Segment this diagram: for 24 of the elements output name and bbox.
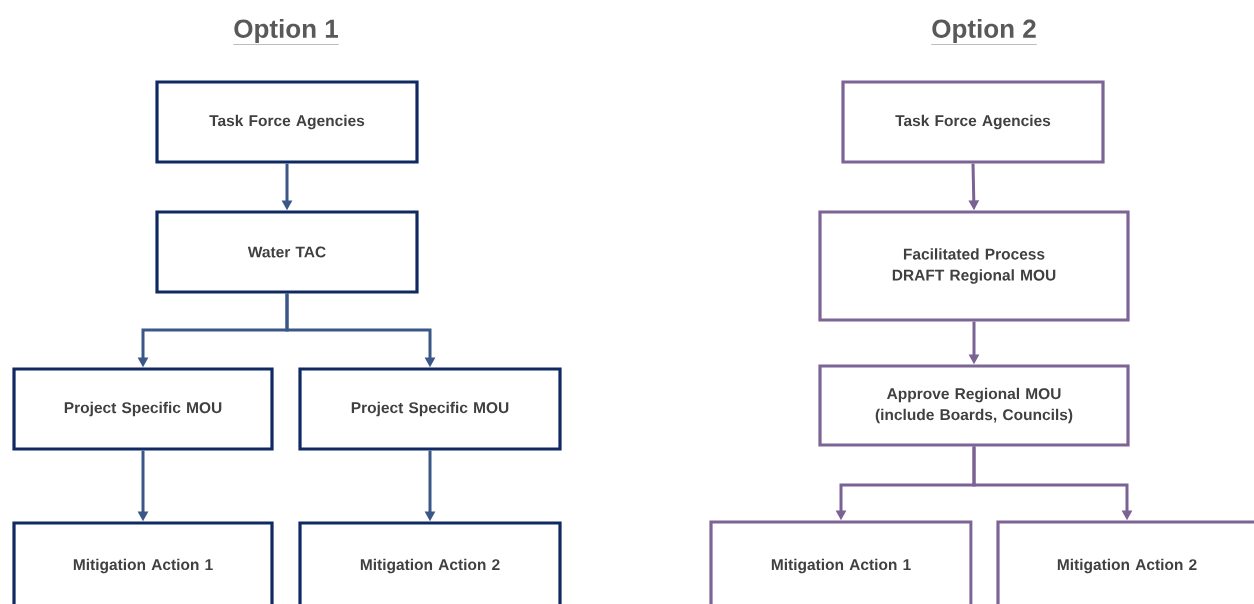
box-label: Mitigation Action 2: [1057, 558, 1197, 574]
box-label: Facilitated Process DRAFT Regional MOU: [892, 248, 1056, 284]
process-box: [996, 520, 1254, 604]
box-label: Project Specific MOU: [351, 401, 509, 417]
process-box: [298, 367, 562, 451]
option-heading: Option 1: [233, 18, 339, 45]
option-heading: Option 2: [931, 18, 1037, 45]
box-label: Water TAC: [247, 246, 326, 258]
box-label: Task Force Agencies: [895, 114, 1051, 130]
box-label: Mitigation Action 1: [73, 558, 213, 574]
box-label: Mitigation Action 2: [360, 558, 500, 574]
process-box: [709, 520, 973, 604]
process-box: [155, 210, 419, 294]
box-label: Project Specific MOU: [64, 401, 222, 417]
box-label: Mitigation Action 1: [771, 558, 911, 574]
process-box: [12, 367, 274, 451]
box-label: Task Force Agencies: [209, 114, 365, 130]
process-box: [298, 521, 562, 604]
process-box: [818, 364, 1130, 447]
process-box: [818, 210, 1130, 322]
process-box: [12, 521, 274, 604]
process-box: [841, 80, 1105, 164]
box-label: Approve Regional MOU (include Boards, Councils): [875, 387, 1073, 424]
process-box: [155, 80, 419, 164]
